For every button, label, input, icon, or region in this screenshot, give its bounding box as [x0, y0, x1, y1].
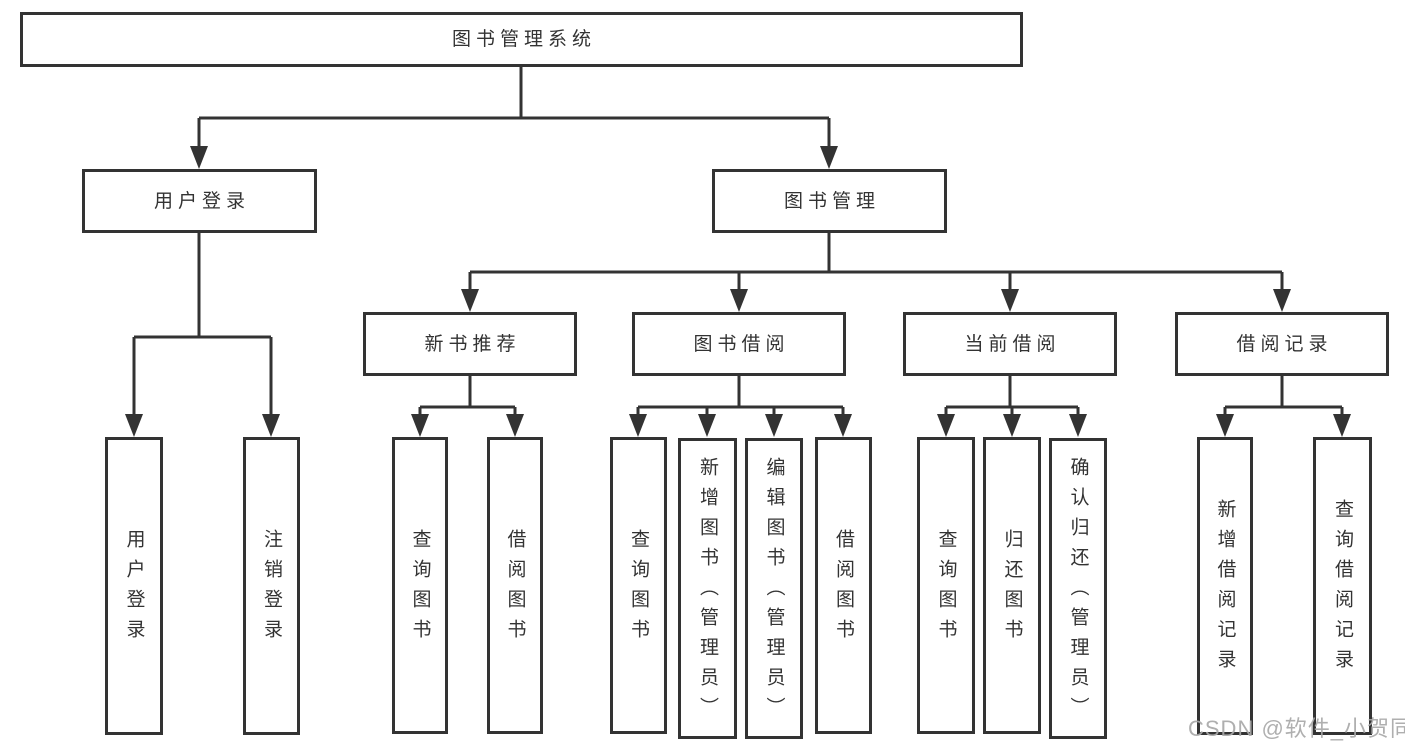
node-current-borrow: 当前借阅 — [903, 312, 1117, 376]
leaf-records-add-record: 新增借阅记录 — [1197, 437, 1253, 735]
node-borrow-records: 借阅记录 — [1175, 312, 1389, 376]
arrow-down-icons — [125, 146, 1351, 437]
leaf-borrow-add-books-admin: 新增图书（管理员） — [678, 438, 737, 739]
leaf-user-login: 用户登录 — [105, 437, 163, 735]
leaf-current-query-books: 查询图书 — [917, 437, 975, 734]
node-book-borrow: 图书借阅 — [632, 312, 846, 376]
leaf-current-return-books: 归还图书 — [983, 437, 1041, 734]
leaf-borrow-query-books: 查询图书 — [610, 437, 667, 734]
leaf-current-confirm-return-admin: 确认归还（管理员） — [1049, 438, 1107, 739]
leaf-records-query-record: 查询借阅记录 — [1313, 437, 1372, 735]
leaf-recommend-borrow-books: 借阅图书 — [487, 437, 543, 734]
leaf-borrow-borrow-books: 借阅图书 — [815, 437, 872, 734]
node-root: 图书管理系统 — [20, 12, 1023, 67]
leaf-recommend-query-books: 查询图书 — [392, 437, 448, 734]
node-new-book-recommend: 新书推荐 — [363, 312, 577, 376]
watermark: CSDN @软件_小贺同学 — [1188, 716, 1405, 741]
node-book-management: 图书管理 — [712, 169, 947, 233]
node-user-login: 用户登录 — [82, 169, 317, 233]
leaf-logout: 注销登录 — [243, 437, 300, 735]
leaf-borrow-edit-books-admin: 编辑图书（管理员） — [745, 438, 803, 739]
